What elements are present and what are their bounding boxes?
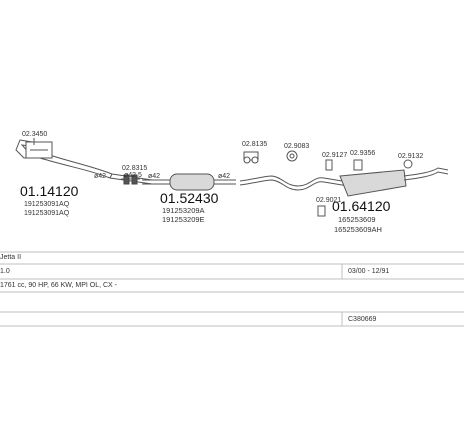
diameter-label-2: ø42.5 [124,172,142,179]
front-pipe-part-number: 01.14120 [20,183,79,199]
rear-silencer-drawing [339,167,449,197]
front-pipe-clamp-number: 02.3450 [22,131,47,138]
vehicle-model: Jetta II [0,254,21,261]
rear-pipe-drawing [239,175,349,191]
diameter-label-1: ø42 [94,173,106,180]
rubber-mount-6-number: 02.9021 [316,197,341,204]
diameter-label-3: ø42 [148,173,160,180]
rubber-mount-2-number: 02.9083 [284,143,309,150]
kit-code: C380669 [348,316,377,323]
production-years: 03/00 - 12/91 [348,268,389,275]
bracket-a-drawing [121,174,140,185]
engine-size: 1.0 [0,268,10,275]
rubber-mount-1 [243,151,259,164]
rubber-mount-1-number: 02.8135 [242,141,267,148]
middle-silencer-part-number: 01.52430 [160,190,219,206]
rear-silencer-part-number: 01.64120 [332,198,391,214]
rear-silencer-oem-1: 165253609 [338,215,376,224]
rubber-mount-4-number: 02.9356 [350,150,375,157]
vehicle-info-table [0,251,464,327]
front-pipe-oem-1: 191253091AQ [24,201,70,208]
middle-silencer-oem-1: 191253209A [162,206,205,215]
engine-description: 1761 cc, 90 HP, 66 KW, MPI OL, CX - [0,282,118,289]
middle-silencer-drawing [142,173,236,191]
middle-silencer-oem-2: 191253209E [162,215,205,224]
front-pipe-oem-2: 191253091AQ [24,210,70,217]
rubber-mount-2 [286,150,298,162]
rubber-mount-6 [317,205,326,217]
rubber-mount-5-number: 02.9132 [398,153,423,160]
rear-silencer-oem-2: 165253609AH [334,225,382,234]
rubber-mount-4 [353,159,363,171]
rubber-mount-3-number: 02.9127 [322,152,347,159]
rubber-mount-5 [403,159,413,169]
diameter-label-4: ø42 [218,173,230,180]
front-pipe-clamp [25,141,53,159]
bracket-a-number: 02.8315 [122,165,147,172]
rubber-mount-3 [325,159,333,171]
